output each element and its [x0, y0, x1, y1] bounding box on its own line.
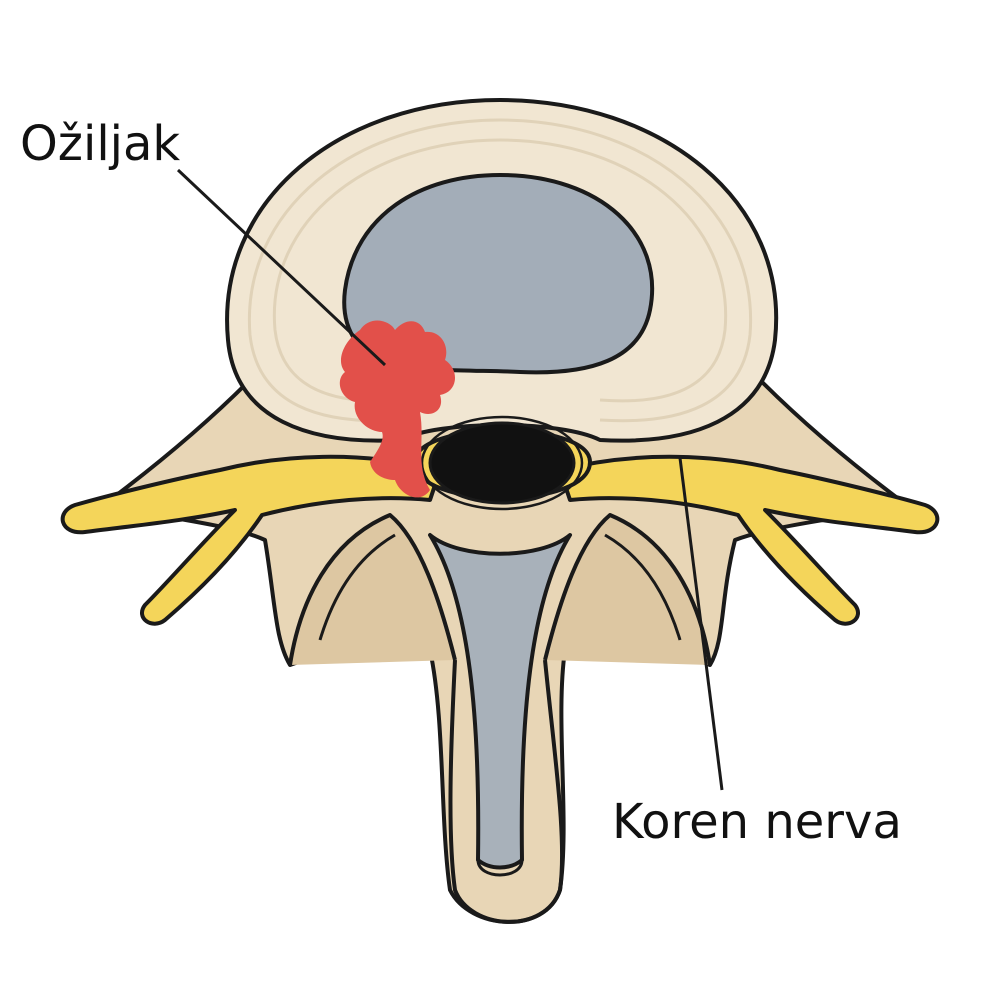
lamina-left-outer — [288, 513, 457, 666]
annulus-ring-3 — [247, 118, 501, 423]
nerve-root-left — [60, 454, 442, 626]
lamina-right-outer — [543, 513, 712, 666]
annulus-ring-1 — [499, 118, 753, 423]
vertebral-arch — [108, 378, 902, 924]
nerve-leader-line — [678, 457, 724, 791]
annulus-ring-2 — [499, 138, 728, 403]
spinous-inner — [476, 859, 524, 877]
intervertebral-disc — [225, 98, 779, 443]
lamina-right-inner — [604, 533, 682, 641]
lamina-left-inner — [318, 533, 396, 641]
spinal-canal — [412, 415, 593, 511]
spinous-channel — [428, 533, 572, 870]
scar-tissue — [339, 320, 456, 498]
canal-ring-line — [420, 415, 584, 511]
nerve-root-right — [558, 454, 940, 626]
nerve-roots — [60, 454, 940, 626]
canal-lumen — [428, 421, 576, 505]
disc-nucleus — [342, 173, 655, 375]
spinous-process — [448, 659, 565, 924]
annulus-ring-4 — [272, 138, 501, 403]
scar-leader-line — [176, 168, 387, 367]
scar-label: Ožiljak — [20, 116, 181, 172]
nerve-root-label: Koren nerva — [612, 794, 902, 850]
